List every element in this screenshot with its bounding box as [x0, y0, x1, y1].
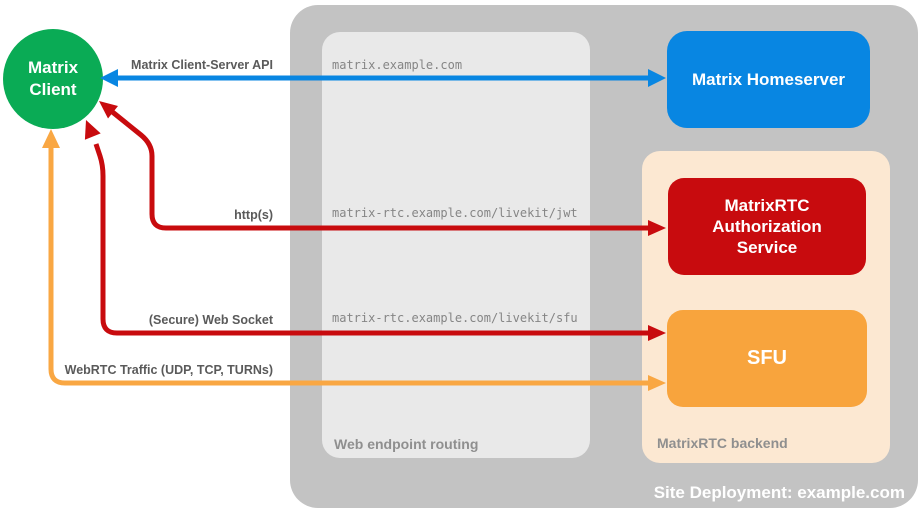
auth-label-line-3: Service	[736, 238, 798, 257]
auth-label-line-2: Authorization	[712, 217, 822, 236]
route-matrix-example: matrix.example.com	[332, 58, 463, 72]
matrixrtc-backend-label: MatrixRTC backend	[657, 435, 788, 451]
client-server-api-edge-label: Matrix Client-Server API	[131, 58, 273, 72]
auth-service-node-label: MatrixRTC Authorization Service	[712, 195, 822, 258]
webrtc-traffic-edge-label: WebRTC Traffic (UDP, TCP, TURNs)	[64, 363, 273, 377]
client-label-line-1: Matrix	[27, 58, 79, 77]
websocket-arrowhead-client	[84, 120, 101, 140]
site-deployment-label: Site Deployment: example.com	[653, 483, 905, 502]
auth-label-line-1: MatrixRTC	[724, 196, 810, 215]
http-jwt-arrowhead-client	[99, 101, 118, 119]
sfu-node-label: SFU	[747, 347, 787, 369]
sfu-node: SFU	[667, 310, 867, 407]
route-livekit-jwt: matrix-rtc.example.com/livekit/jwt	[332, 206, 578, 220]
websocket-edge-label: (Secure) Web Socket	[148, 313, 273, 327]
matrix-client-node-label: Matrix Client	[28, 57, 78, 101]
web-endpoint-routing-container	[322, 32, 590, 458]
client-label-line-2: Client	[29, 80, 77, 99]
matrixrtc-authorization-service-node: MatrixRTC Authorization Service	[668, 178, 866, 275]
http-jwt-edge-label: http(s)	[234, 208, 273, 222]
matrix-client-node: Matrix Client	[3, 29, 103, 129]
matrix-homeserver-node: Matrix Homeserver	[667, 31, 870, 128]
route-livekit-sfu: matrix-rtc.example.com/livekit/sfu	[332, 311, 578, 325]
web-endpoint-routing-label: Web endpoint routing	[334, 436, 479, 452]
matrix-homeserver-node-label: Matrix Homeserver	[691, 69, 846, 89]
webrtc-traffic-arrowhead-client	[42, 129, 60, 148]
